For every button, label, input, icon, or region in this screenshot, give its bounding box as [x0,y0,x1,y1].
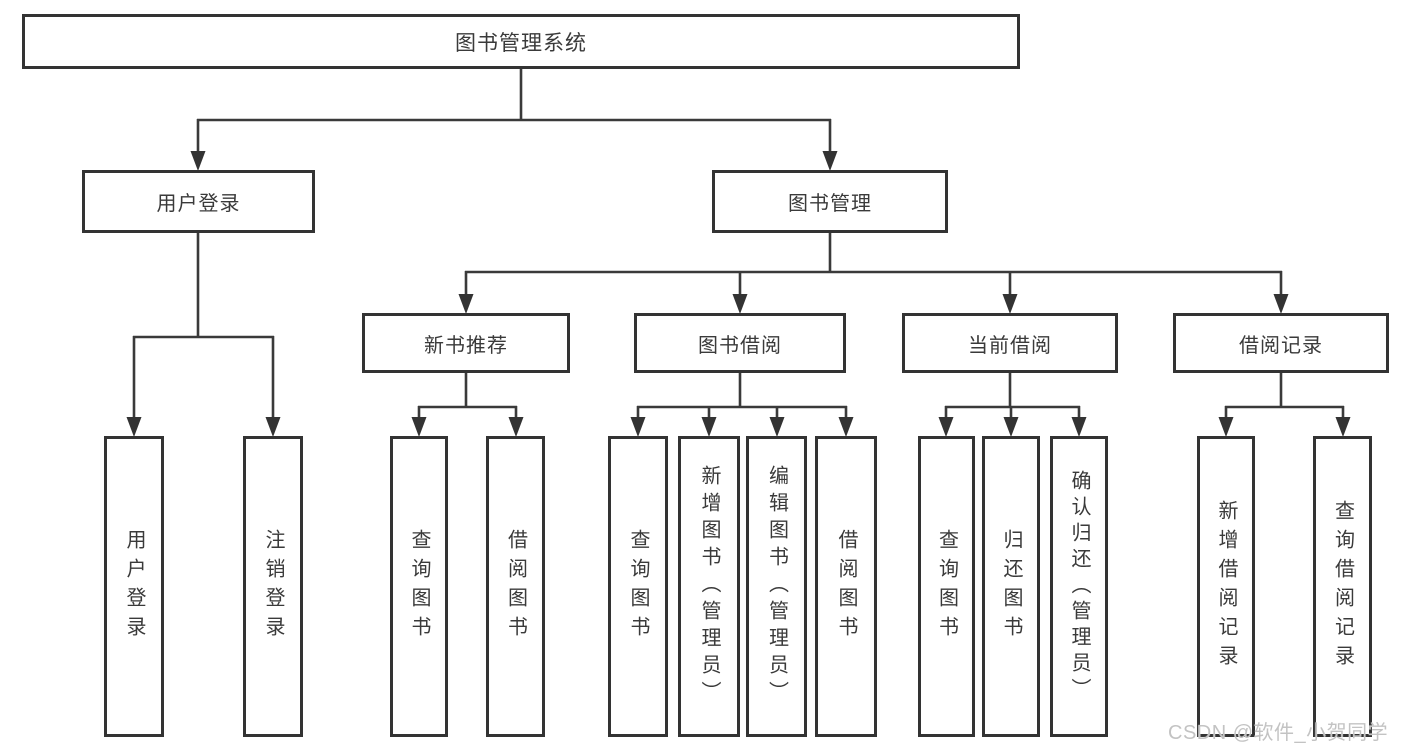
connector-borrow-records-to-leaves [1224,373,1345,419]
connector-root-to-level2 [196,69,832,152]
leaf-borrow-books-recommend: 借阅图书 [486,436,545,737]
node-book-management-system: 图书管理系统 [22,14,1020,69]
arrow-down-icon [732,294,748,314]
connector-book-mgmt-to-level3 [464,233,1283,296]
arrow-down-icon [126,417,142,437]
arrow-down-icon [190,151,206,171]
arrow-down-icon [822,151,838,171]
arrow-down-icon [265,417,281,437]
arrowheads [126,151,1351,437]
connector-current-borrow-to-leaves [944,373,1081,419]
node-current-borrowing: 当前借阅 [902,313,1118,373]
arrow-down-icon [769,417,785,437]
node-borrowing-records: 借阅记录 [1173,313,1389,373]
connector-user-login-to-leaves [132,233,275,419]
arrow-down-icon [458,294,474,314]
leaf-add-borrow-record: 新增借阅记录 [1197,436,1255,737]
node-new-book-recommendation: 新书推荐 [362,313,570,373]
leaf-query-books-recommend: 查询图书 [390,436,448,737]
arrow-down-icon [838,417,854,437]
arrow-down-icon [630,417,646,437]
node-book-management: 图书管理 [712,170,948,233]
node-user-login: 用户登录 [82,170,315,233]
leaf-query-books-borrowing: 查询图书 [608,436,668,737]
connector-new-book-to-leaves [417,373,518,419]
arrow-down-icon [411,417,427,437]
arrow-down-icon [1003,417,1019,437]
leaf-confirm-return-admin: 确认归还（管理员） [1050,436,1108,737]
arrow-down-icon [1335,417,1351,437]
arrow-down-icon [1071,417,1087,437]
arrow-down-icon [1002,294,1018,314]
leaf-return-books: 归还图书 [982,436,1040,737]
leaf-logout: 注销登录 [243,436,303,737]
leaf-borrow-books-borrowing: 借阅图书 [815,436,877,737]
leaf-edit-book-admin: 编辑图书（管理员） [746,436,807,737]
arrow-down-icon [701,417,717,437]
leaf-query-borrow-record: 查询借阅记录 [1313,436,1372,737]
leaf-user-login: 用户登录 [104,436,164,737]
connector-book-borrow-to-leaves [636,373,848,419]
arrow-down-icon [938,417,954,437]
leaf-add-book-admin: 新增图书（管理员） [678,436,740,737]
node-book-borrowing: 图书借阅 [634,313,846,373]
arrow-down-icon [508,417,524,437]
arrow-down-icon [1273,294,1289,314]
arrow-down-icon [1218,417,1234,437]
leaf-query-books-current: 查询图书 [918,436,975,737]
